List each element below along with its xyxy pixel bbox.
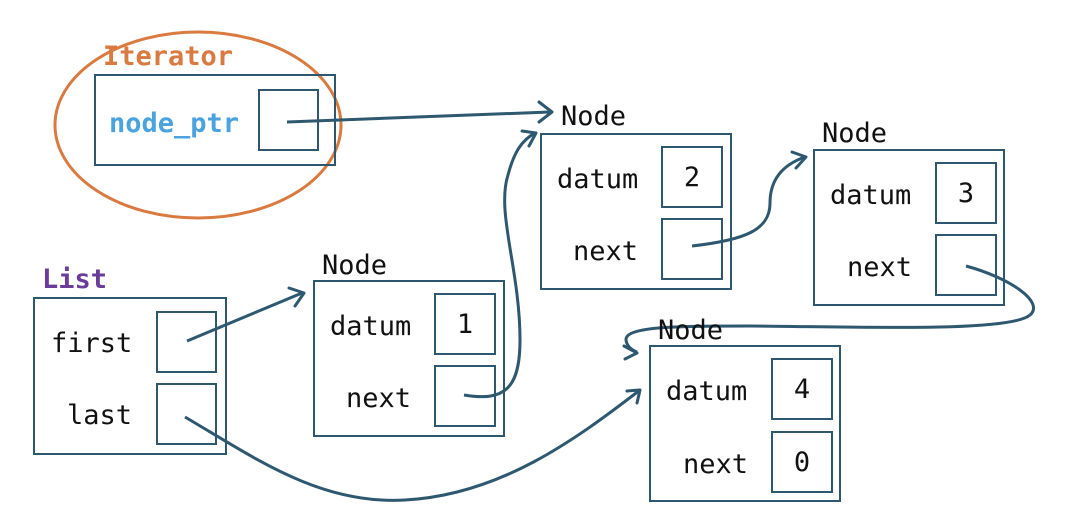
list-last-label: last [67,400,133,431]
arrow-node-1-next-to-node-2 [463,131,536,399]
node-1-next-label: next [346,383,412,414]
arrowhead [520,129,538,148]
node-1-datum-label: datum [330,311,412,342]
node-3-datum-value: 3 [935,162,997,224]
arrowhead [537,100,554,124]
node-1-datum-value: 1 [434,293,496,355]
iterator-outline [53,30,343,220]
node-2-box [540,133,732,290]
arrowhead [287,286,306,308]
node-1-box [313,280,505,437]
node-3-box [813,149,1005,306]
node-4-next-label: next [683,449,749,480]
node-2-datum-value: 2 [661,146,723,208]
node-4-title: Node [658,315,724,346]
node-4-next-value: 0 [771,431,833,493]
arrowhead [790,150,808,170]
iterator-title: Iterator [103,41,234,72]
node-1-next-slot [434,365,496,427]
list-last-slot [156,383,217,445]
node-ptr-slot [258,89,319,151]
node-1-title: Node [322,250,388,281]
node-4-box [649,345,841,502]
arrowhead [625,388,642,405]
list-first-slot [156,311,217,373]
list-title: List [42,264,108,295]
iterator-object-box [94,74,336,166]
node-3-title: Node [822,118,888,149]
list-object-box [33,297,227,455]
arrow-node-ptr-to-node-2 [286,110,551,124]
node-2-datum-label: datum [557,164,639,195]
arrowhead [622,344,639,361]
node-2-title: Node [561,101,627,132]
node-2-next-slot [661,218,723,280]
arrow-node-2-next-to-node-3 [691,155,806,248]
node-3-next-label: next [847,252,913,283]
list-first-label: first [51,328,133,359]
node-2-next-label: next [573,236,639,267]
arrow-node-3-next-to-node-4 [624,264,1035,354]
node-ptr-label: node_ptr [109,108,240,139]
arrow-first-to-node-1 [186,291,303,343]
node-3-next-slot [935,234,997,296]
node-4-datum-label: datum [666,376,748,407]
arrow-last-to-node-4 [184,388,641,502]
node-4-datum-value: 4 [771,358,833,420]
node-3-datum-label: datum [830,180,912,211]
